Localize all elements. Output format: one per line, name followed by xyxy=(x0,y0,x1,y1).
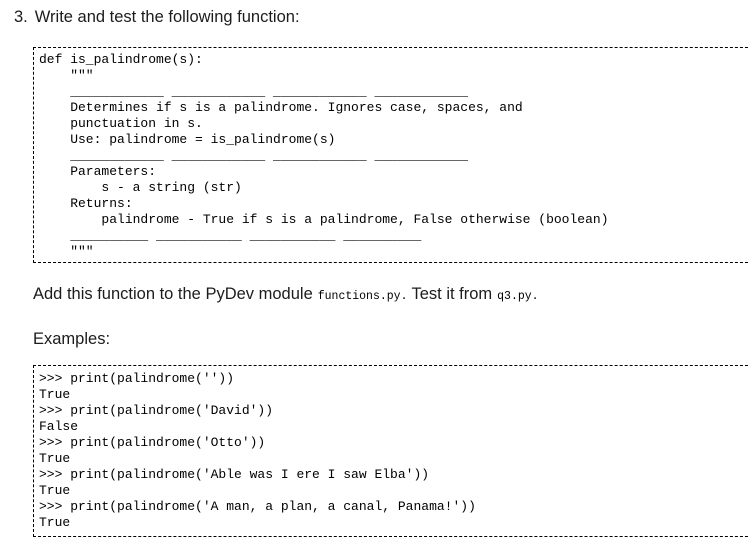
examples-heading: Examples: xyxy=(33,330,111,348)
test-filename: q3.py. xyxy=(497,290,539,303)
examples-box: >>> print(palindrome('')) True >>> print… xyxy=(33,365,748,537)
function-docstring-box: def is_palindrome(s): """ ____________ _… xyxy=(33,47,748,263)
instruction-text-between: Test it from xyxy=(411,285,493,303)
function-docstring-code: def is_palindrome(s): """ ____________ _… xyxy=(39,52,609,259)
question-number: 3. xyxy=(14,8,28,26)
module-filename: functions.py. xyxy=(317,290,408,303)
question-heading: 3. Write and test the following function: xyxy=(14,6,300,28)
instruction-paragraph: Add this function to the PyDev module fun… xyxy=(33,283,543,308)
instruction-text-before: Add this function to the PyDev module xyxy=(33,285,313,303)
examples-code: >>> print(palindrome('')) True >>> print… xyxy=(39,371,476,530)
question-title: Write and test the following function: xyxy=(34,8,300,26)
